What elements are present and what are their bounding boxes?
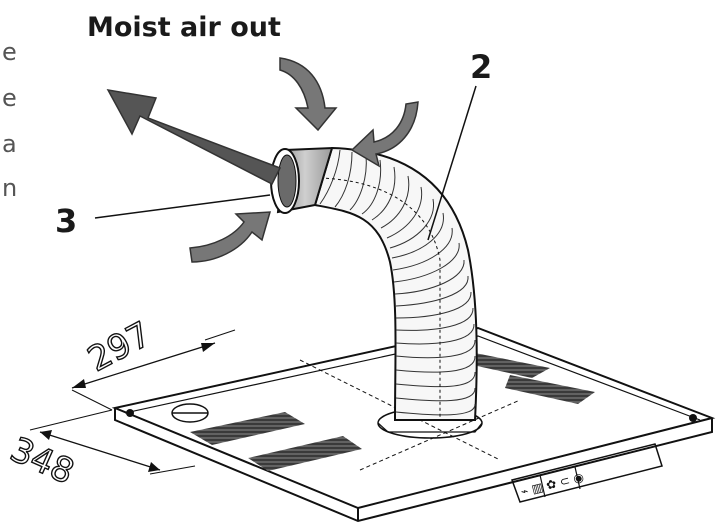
hose-nozzle <box>270 146 334 214</box>
callout-3-label: 3 <box>55 202 77 240</box>
callout-2-label: 2 <box>470 48 492 86</box>
moist-air-out-arrow <box>106 89 282 186</box>
margin-text-3: a <box>2 130 17 158</box>
callout-2: 2 <box>427 48 492 241</box>
grille-left-2 <box>248 436 362 471</box>
dimension-depth: 348 <box>4 409 196 493</box>
air-in-arrow-top <box>279 57 338 132</box>
cropped-margin-text: e e a n <box>2 38 17 202</box>
grille-left <box>190 412 305 445</box>
moist-air-out-title: Moist air out <box>87 12 281 43</box>
dimension-width: 297 <box>71 313 236 411</box>
air-in-arrow-bottom <box>189 211 272 263</box>
air-in-arrow-right <box>350 101 419 168</box>
airflow-arrows <box>106 57 419 263</box>
callout-3: 3 <box>55 194 271 240</box>
flexible-hose <box>313 146 478 421</box>
control-panel: ⌁ ▥ ✿ ⊂ ◉ <box>511 443 663 503</box>
dimension-depth-label: 348 <box>4 430 80 493</box>
screw-left <box>126 409 134 417</box>
margin-text-2: e <box>2 84 17 112</box>
grille-right-2 <box>505 375 595 404</box>
screw-right <box>689 414 697 422</box>
grille-right <box>468 352 550 378</box>
margin-text-1: e <box>2 38 17 66</box>
margin-text-4: n <box>2 174 17 202</box>
dimension-width-label: 297 <box>81 314 157 380</box>
